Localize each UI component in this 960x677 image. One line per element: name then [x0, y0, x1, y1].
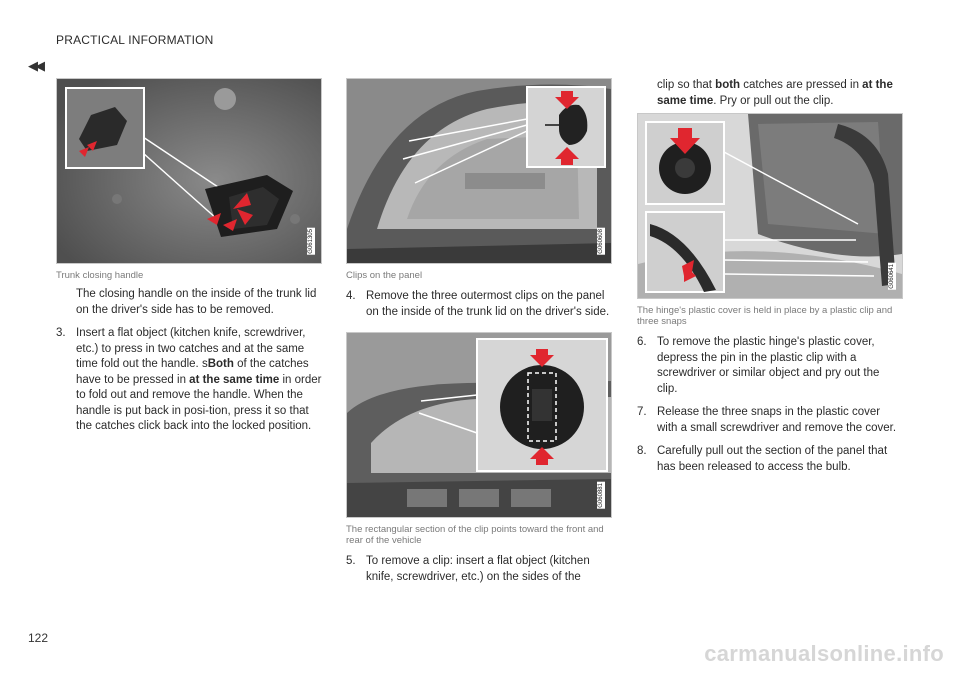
figure-code: G061305: [307, 228, 315, 255]
column-1: G061305 Trunk closing handle The closing…: [56, 78, 322, 435]
figure-code: G060881: [597, 482, 605, 509]
step-7: 7. Release the three snaps in the plasti…: [637, 405, 903, 436]
step-6: 6. To remove the plastic hinge's plastic…: [637, 335, 903, 397]
trunk-lid-clips-illustration: [347, 79, 611, 263]
step-text: Remove the three outermost clips on the …: [366, 290, 610, 318]
step-4: 4. Remove the three outermost clips on t…: [346, 289, 612, 320]
column-3-content: G060641 The hinge's plastic cover is hel…: [637, 113, 903, 475]
figure-caption: The rectangular section of the clip poin…: [346, 524, 604, 546]
step-text: Carefully pull out the section of the pa…: [657, 445, 888, 473]
step-3: 3. Insert a flat object (kitchen knife, …: [56, 326, 322, 435]
intro-paragraph: The closing handle on the inside of the …: [76, 288, 317, 316]
double-chevron-left-icon[interactable]: ◀◀: [28, 58, 45, 73]
page-number: 122: [28, 631, 49, 645]
column-2: G060608 Clips on the panel 4. Remove the…: [346, 78, 612, 585]
step-text: Insert a flat object (kitchen knife, scr…: [76, 327, 322, 432]
step-number: 6.: [637, 336, 647, 348]
figure-hinge-plastic-cover: G060641: [637, 113, 903, 299]
step-number: 4.: [346, 290, 356, 302]
figure-caption: Clips on the panel: [346, 270, 423, 281]
step-number: 8.: [637, 445, 647, 457]
hinge-cover-illustration: [638, 114, 902, 298]
figure-caption: The hinge's plastic cover is held in pla…: [637, 305, 893, 327]
figure-clip-orientation: G060881: [346, 332, 612, 518]
step-number: 7.: [637, 406, 647, 418]
step-text: To remove a clip: insert a flat object (…: [366, 555, 590, 583]
step-number: 5.: [346, 555, 356, 567]
step-8: 8. Carefully pull out the section of the…: [637, 444, 903, 475]
step-5-continued: clip so that both catches are pressed in…: [657, 79, 893, 107]
step-number: 3.: [56, 327, 66, 339]
section-header: PRACTICAL INFORMATION: [56, 33, 214, 47]
step-text: To remove the plastic hinge's plastic co…: [657, 336, 880, 395]
figure-code: G060641: [888, 263, 896, 290]
trunk-handle-illustration: [57, 79, 321, 263]
watermark: carmanualsonline.info: [704, 641, 944, 666]
figure-caption: Trunk closing handle: [56, 270, 144, 281]
figure-clips-on-panel: G060608: [346, 78, 612, 264]
step-text: Release the three snaps in the plastic c…: [657, 406, 897, 434]
step-5: 5. To remove a clip: insert a flat objec…: [346, 554, 612, 585]
clip-orientation-illustration: [347, 333, 611, 517]
figure-trunk-closing-handle: G061305: [56, 78, 322, 264]
figure-code: G060608: [597, 228, 605, 255]
